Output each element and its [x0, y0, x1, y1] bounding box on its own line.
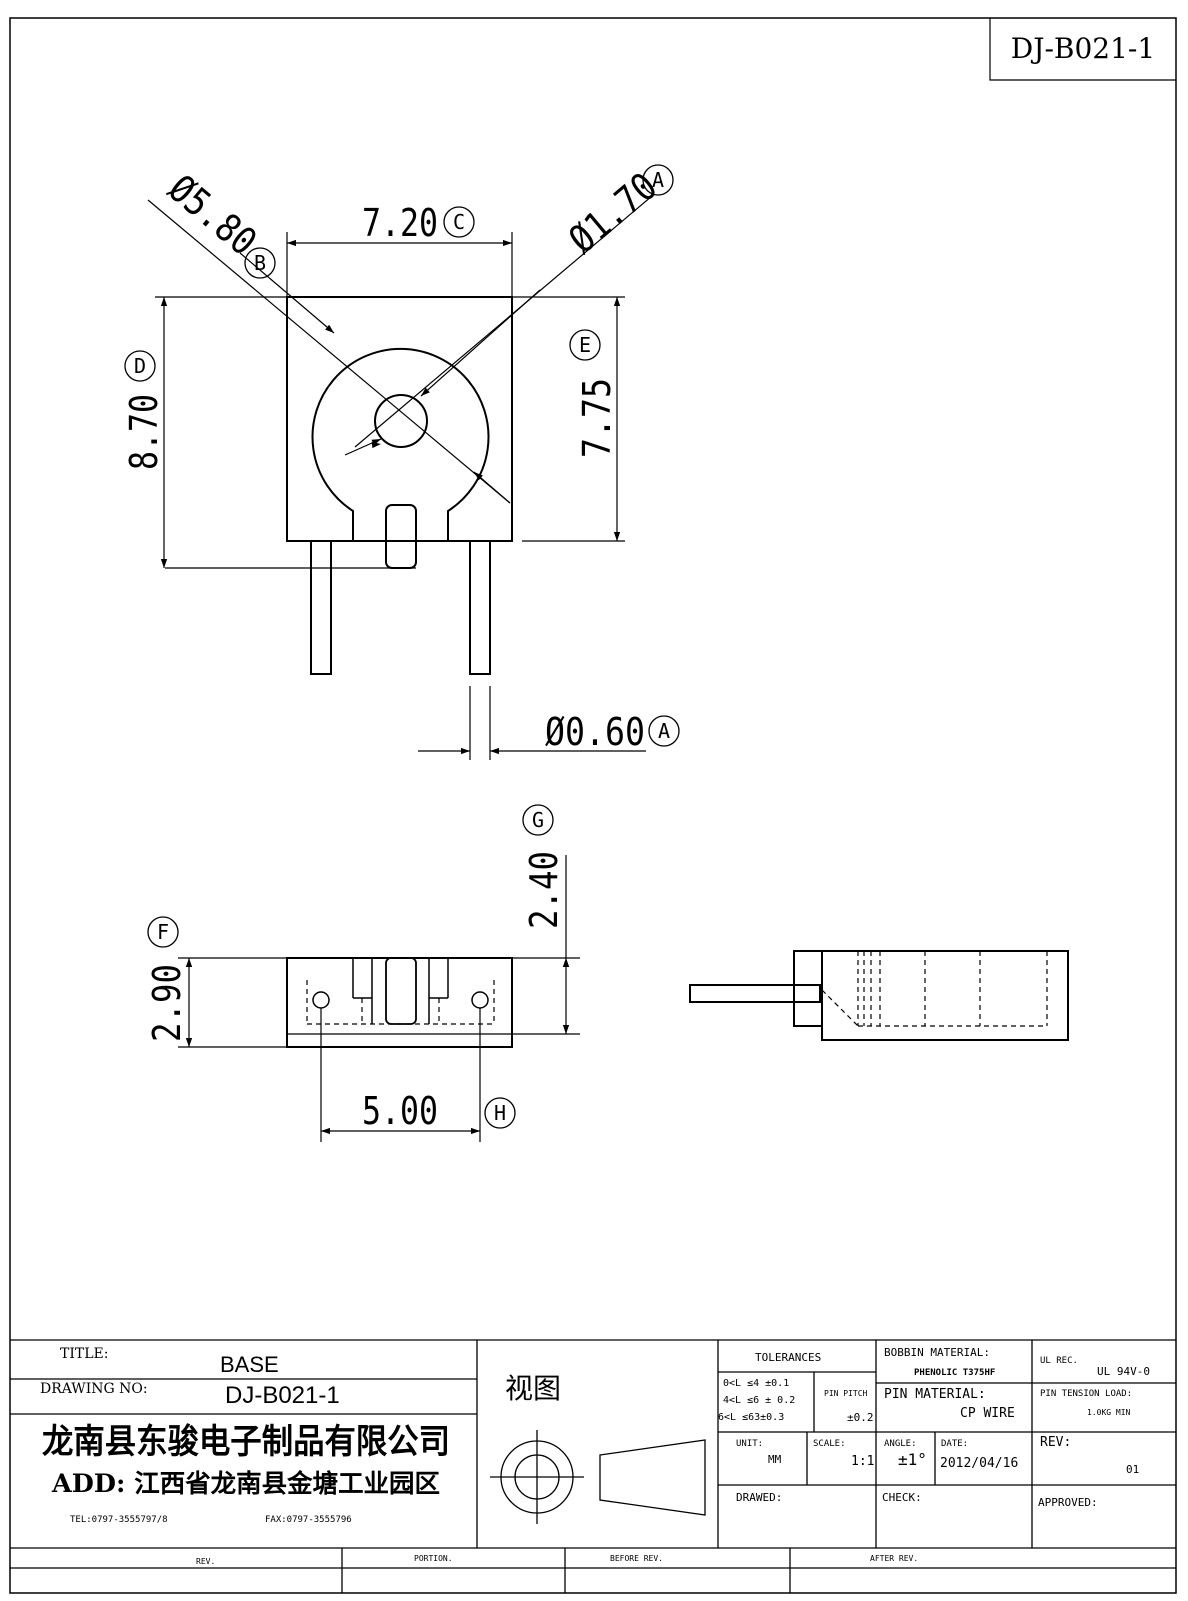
pin-material-label: PIN MATERIAL:: [884, 1387, 986, 1402]
tension-label: PIN TENSION LOAD:: [1040, 1389, 1132, 1399]
before-rev-col-header: BEFORE REV.: [610, 1554, 663, 1563]
drawing-no-value: DJ-B021-1: [225, 1382, 340, 1409]
portion-col-header: PORTION.: [414, 1554, 453, 1563]
check-label: CHECK:: [882, 1491, 922, 1504]
sheet-number-box: DJ-B021-1: [989, 18, 1176, 81]
tag-d: D: [134, 354, 146, 378]
pin-pitch-value: ±0.2: [847, 1411, 874, 1424]
ul-label: UL REC.: [1040, 1356, 1078, 1366]
company-tel: TEL:0797-3555797/8: [70, 1515, 168, 1525]
company-address: ADD: 江西省龙南县金塘工业园区: [51, 1469, 440, 1498]
unit-label: UNIT:: [736, 1439, 763, 1449]
tol-row-3: 6<L ≤63±0.3: [718, 1412, 784, 1423]
pin-hole-left: [312, 991, 330, 1009]
scale-value: 1:1: [851, 1454, 874, 1469]
projection-symbol: [490, 1430, 706, 1524]
pin-material-value: CP WIRE: [960, 1406, 1015, 1421]
side-view: [689, 950, 1069, 1041]
dim-width: 7.20: [362, 201, 438, 245]
ul-value: UL 94V-0: [1097, 1365, 1150, 1378]
dim-front-height: 2.90: [145, 964, 189, 1042]
title-label: TITLE:: [60, 1346, 108, 1362]
rev-col-header: REV.: [196, 1557, 215, 1566]
tol-row-1: 0<L ≤4 ±0.1: [723, 1378, 789, 1389]
scale-label: SCALE:: [813, 1439, 846, 1449]
top-view: [286, 296, 513, 675]
after-rev-col-header: AFTER REV.: [870, 1554, 918, 1563]
company-fax: FAX:0797-3555796: [265, 1515, 352, 1525]
dim-inner-dia: Ø1.70: [561, 164, 666, 262]
bobbin-label: BOBBIN MATERIAL:: [884, 1346, 990, 1359]
dim-outer-dia: Ø5.80: [160, 166, 265, 264]
drawed-label: DRAWED:: [736, 1491, 782, 1504]
angle-value: ±1°: [898, 1450, 927, 1469]
tag-h: H: [494, 1101, 506, 1125]
sheet-border: [9, 17, 1177, 1594]
dim-pitch: 5.00: [362, 1089, 438, 1133]
tension-value: 1.0KG MIN: [1087, 1408, 1131, 1417]
dim-height-body: 7.75: [575, 378, 619, 458]
angle-label: ANGLE:: [884, 1439, 917, 1449]
tag-b: B: [254, 251, 266, 275]
tag-a-pin: A: [658, 719, 670, 743]
title-block-text: TITLE: BASE DRAWING NO: DJ-B021-1 龙南县东骏电…: [40, 1346, 1150, 1566]
center-hole: [374, 394, 428, 448]
tol-row-2: 4<L ≤6 ± 0.2: [723, 1395, 795, 1406]
date-value: 2012/04/16: [940, 1456, 1018, 1471]
title-block: [10, 1339, 1176, 1593]
unit-value: MM: [768, 1453, 782, 1466]
rev-value: 01: [1126, 1463, 1139, 1476]
rev-label: REV:: [1040, 1435, 1071, 1450]
front-view-labels: 2.90 F 2.40 G 5.00 H: [145, 804, 566, 1133]
tag-c: C: [453, 210, 465, 234]
tag-e: E: [579, 333, 591, 357]
dim-front-top: 2.40: [522, 851, 566, 929]
bobbin-value: PHENOLIC T375HF: [914, 1368, 995, 1378]
left-pin: [310, 540, 332, 675]
boss-outline: [311, 347, 490, 541]
center-tab: [385, 504, 417, 569]
body-outline: [286, 296, 513, 542]
tag-g: G: [532, 808, 544, 832]
view-label: 视图: [505, 1372, 561, 1405]
pin-pitch-label: PIN PITCH: [824, 1389, 868, 1398]
tag-f: F: [157, 920, 169, 944]
company-name: 龙南县东骏电子制品有限公司: [42, 1422, 450, 1462]
sheet-number: DJ-B021-1: [1011, 32, 1155, 65]
top-view-labels: 7.20 C 8.70 D 7.75 E Ø5.80 B Ø1.70 A Ø0.…: [122, 164, 680, 754]
side-body: [821, 950, 1069, 1041]
title-value: BASE: [220, 1352, 279, 1377]
tolerances-label: TOLERANCES: [755, 1351, 821, 1364]
top-view-dimensions: [147, 195, 653, 760]
dim-pin-dia: Ø0.60: [545, 710, 645, 754]
pin-hole-right: [471, 991, 489, 1009]
date-label: DATE:: [941, 1439, 968, 1449]
right-pin: [469, 540, 491, 675]
tag-a-top: A: [652, 168, 664, 192]
side-pin: [689, 984, 821, 1003]
dim-height-total: 8.70: [122, 394, 166, 470]
front-view-dimensions: [178, 855, 580, 1142]
front-view: [286, 957, 513, 1048]
drawing-no-label: DRAWING NO:: [40, 1381, 148, 1397]
approved-label: APPROVED:: [1038, 1496, 1098, 1509]
